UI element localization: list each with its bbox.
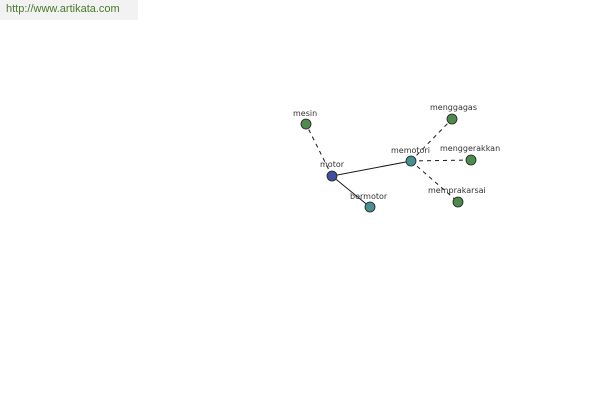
edge-memotori-menggagas bbox=[410, 118, 453, 162]
node-circle-menggagas[interactable] bbox=[446, 113, 458, 125]
edge-memotori-menggerakkan bbox=[410, 159, 472, 162]
node-label-bermotor[interactable]: bermotor bbox=[350, 192, 388, 201]
node-label-menggerakkan[interactable]: menggerakkan bbox=[440, 144, 500, 153]
node-circle-memotori[interactable] bbox=[405, 155, 417, 167]
node-menggagas[interactable]: menggagas bbox=[430, 103, 477, 125]
node-motor[interactable]: motor bbox=[320, 160, 345, 182]
edge-motor-mesin bbox=[305, 123, 333, 177]
node-memotori[interactable]: memotori bbox=[391, 146, 430, 167]
node-bermotor[interactable]: bermotor bbox=[350, 192, 388, 213]
edge-memotori-memprakarsai bbox=[410, 160, 459, 203]
node-memprakarsai[interactable]: memprakarsai bbox=[428, 186, 486, 208]
node-circle-menggerakkan[interactable] bbox=[465, 154, 477, 166]
source-url[interactable]: http://www.artikata.com bbox=[0, 0, 138, 20]
graph-nodes: motor mesin bermotor memotori menggagas mengg… bbox=[293, 103, 500, 213]
edge-motor-memotori bbox=[331, 160, 412, 177]
node-menggerakkan[interactable]: menggerakkan bbox=[440, 144, 500, 166]
node-mesin[interactable]: mesin bbox=[293, 109, 317, 130]
node-circle-mesin[interactable] bbox=[300, 118, 312, 130]
node-label-mesin[interactable]: mesin bbox=[293, 109, 317, 118]
node-label-memotori[interactable]: memotori bbox=[391, 146, 430, 155]
node-label-memprakarsai[interactable]: memprakarsai bbox=[428, 186, 486, 195]
node-label-menggagas[interactable]: menggagas bbox=[430, 103, 477, 112]
node-circle-motor[interactable] bbox=[326, 170, 338, 182]
graph-edges bbox=[305, 118, 472, 208]
node-label-motor[interactable]: motor bbox=[320, 160, 345, 169]
node-circle-memprakarsai[interactable] bbox=[452, 196, 464, 208]
node-circle-bermotor[interactable] bbox=[364, 201, 376, 213]
edge-motor-bermotor bbox=[331, 175, 371, 208]
